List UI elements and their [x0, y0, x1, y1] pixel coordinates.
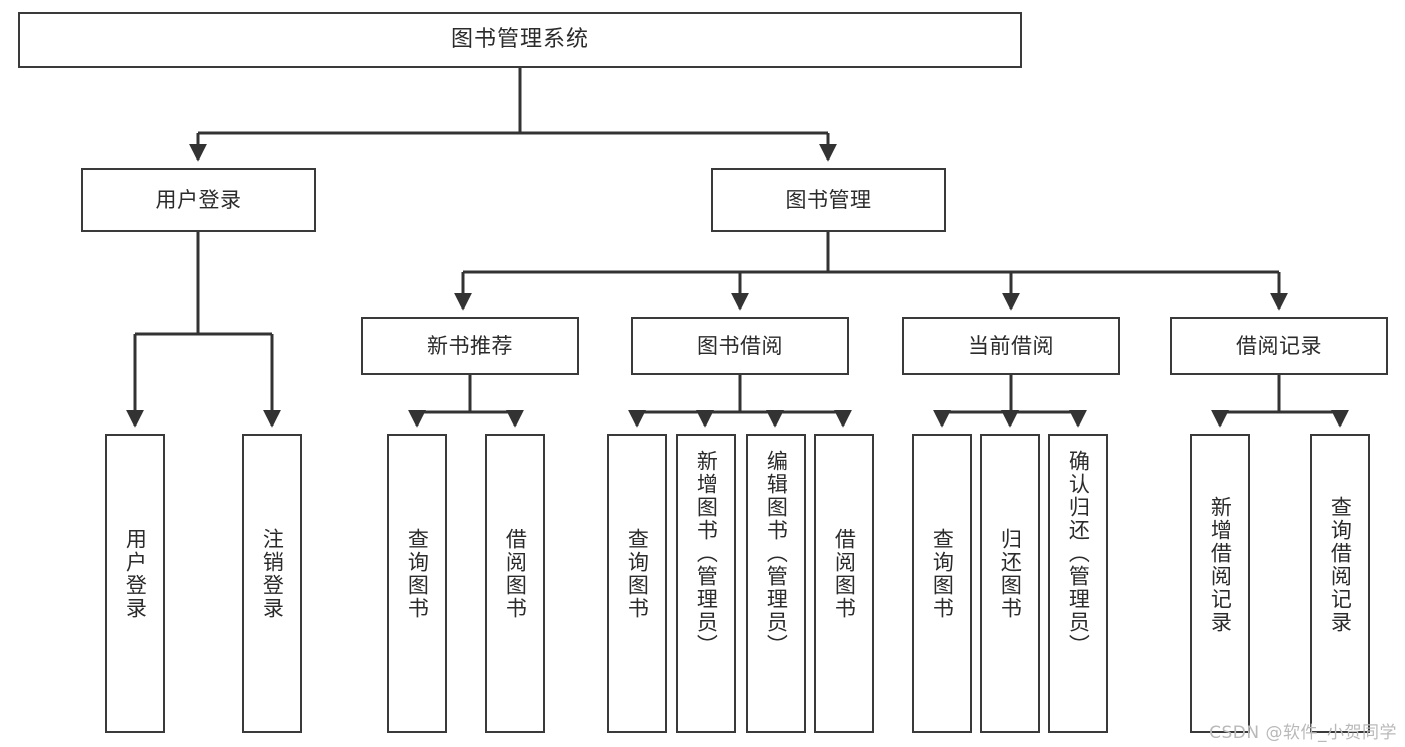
node-book-borrow[interactable]: 图书借阅 [631, 317, 849, 375]
node-root-label: 图书管理系统 [450, 27, 589, 53]
node-book-admin[interactable]: 图书管理 [711, 168, 946, 232]
node-leaf-add-record-label: 新增借阅记录 [1208, 496, 1233, 634]
node-leaf-query-book-1[interactable]: 查询图书 [387, 434, 447, 733]
node-leaf-confirm-return-label: 确认归还（管理员） [1066, 450, 1091, 657]
node-leaf-query-book-3-label: 查询图书 [930, 528, 955, 620]
node-current-borrow[interactable]: 当前借阅 [902, 317, 1120, 375]
node-borrow-record[interactable]: 借阅记录 [1170, 317, 1388, 375]
node-leaf-query-book-3[interactable]: 查询图书 [912, 434, 972, 733]
node-leaf-borrow-book-1[interactable]: 借阅图书 [485, 434, 545, 733]
node-current-borrow-label: 当前借阅 [968, 333, 1054, 358]
node-leaf-user-login[interactable]: 用户登录 [105, 434, 165, 733]
node-user-login[interactable]: 用户登录 [81, 168, 316, 232]
node-leaf-edit-book-label: 编辑图书（管理员） [764, 450, 789, 657]
node-borrow-record-label: 借阅记录 [1236, 333, 1322, 358]
watermark: CSDN @软件_小贺同学 [1209, 723, 1397, 743]
node-book-borrow-label: 图书借阅 [697, 333, 783, 358]
node-new-book-rec[interactable]: 新书推荐 [361, 317, 579, 375]
node-leaf-borrow-book-2-label: 借阅图书 [832, 528, 857, 620]
node-leaf-return-book-label: 归还图书 [998, 528, 1023, 620]
node-leaf-add-record[interactable]: 新增借阅记录 [1190, 434, 1250, 733]
node-leaf-query-book-2[interactable]: 查询图书 [607, 434, 667, 733]
node-leaf-add-book-label: 新增图书（管理员） [694, 450, 719, 657]
node-leaf-user-login-label: 用户登录 [123, 528, 148, 620]
node-user-login-label: 用户登录 [155, 187, 242, 212]
node-new-book-rec-label: 新书推荐 [427, 333, 513, 358]
node-leaf-logout[interactable]: 注销登录 [242, 434, 302, 733]
node-leaf-query-record[interactable]: 查询借阅记录 [1310, 434, 1370, 733]
node-leaf-query-book-2-label: 查询图书 [625, 528, 650, 620]
node-leaf-return-book[interactable]: 归还图书 [980, 434, 1040, 733]
node-leaf-query-book-1-label: 查询图书 [405, 528, 430, 620]
node-leaf-query-record-label: 查询借阅记录 [1328, 496, 1353, 634]
node-leaf-logout-label: 注销登录 [260, 528, 285, 620]
node-root[interactable]: 图书管理系统 [18, 12, 1022, 68]
node-leaf-borrow-book-2[interactable]: 借阅图书 [814, 434, 874, 733]
node-leaf-confirm-return[interactable]: 确认归还（管理员） [1048, 434, 1108, 733]
node-leaf-edit-book[interactable]: 编辑图书（管理员） [746, 434, 806, 733]
node-leaf-borrow-book-1-label: 借阅图书 [503, 528, 528, 620]
node-book-admin-label: 图书管理 [785, 187, 872, 212]
node-leaf-add-book[interactable]: 新增图书（管理员） [676, 434, 736, 733]
